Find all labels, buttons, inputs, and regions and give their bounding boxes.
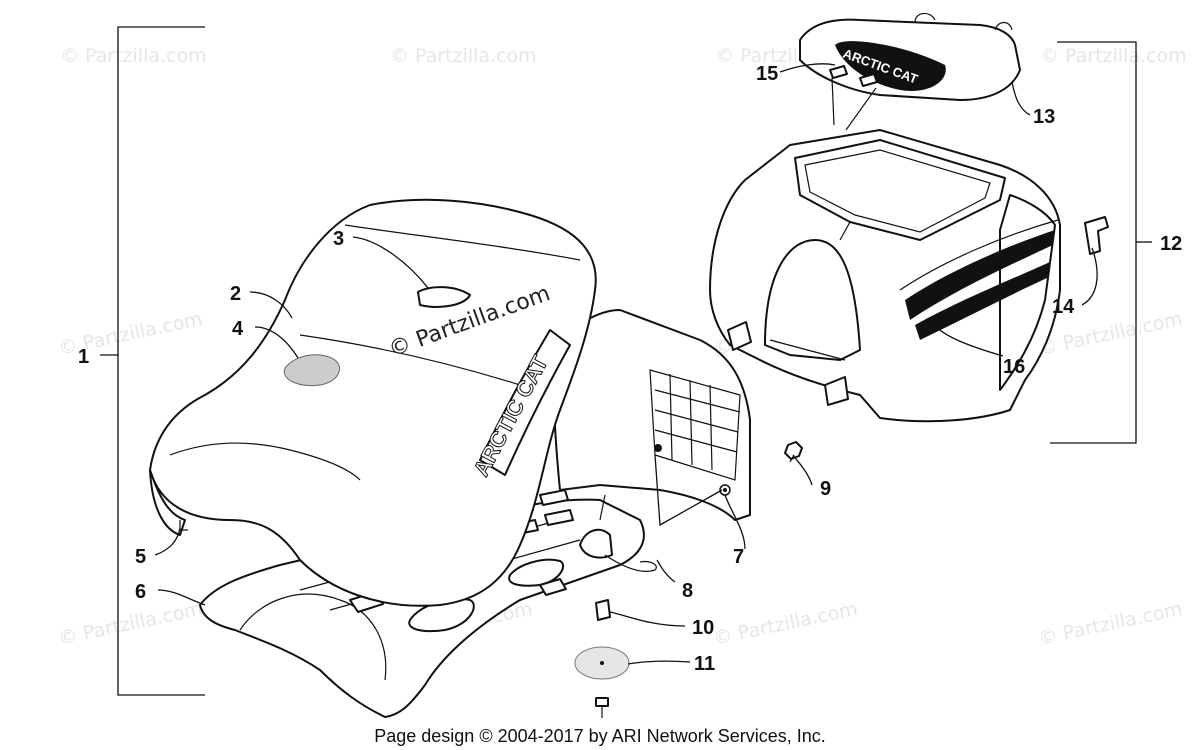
bracket-left	[100, 26, 205, 696]
rivet-9	[784, 441, 803, 463]
callout-13: 13	[1033, 106, 1055, 128]
washer-11	[574, 646, 630, 718]
callout-5: 5	[135, 546, 146, 568]
callout-14: 14	[1052, 296, 1075, 318]
callout-2: 2	[230, 283, 241, 305]
callout-8: 8	[682, 580, 693, 602]
watermark: © Partzilla.com	[390, 45, 537, 67]
callout-labels: 1 2 3 4 5 6 7 8 9 10 11 12 13 14 15 16	[78, 63, 1182, 675]
bumper-10	[595, 599, 611, 621]
callout-9: 9	[820, 478, 831, 500]
callout-15: 15	[756, 63, 778, 85]
leader-lines	[154, 63, 1098, 665]
callout-4: 4	[232, 318, 244, 340]
callout-3: 3	[333, 228, 344, 250]
callout-7: 7	[733, 546, 744, 568]
callout-11: 11	[694, 653, 715, 675]
watermark: © Partzilla.com	[60, 45, 207, 67]
watermark: © Partzilla.com	[1040, 45, 1187, 67]
callout-6: 6	[135, 581, 146, 603]
seat-cushion: ARCTIC CAT	[149, 198, 597, 607]
storage-box	[709, 129, 1061, 423]
callout-1: 1	[78, 346, 89, 368]
clip-14	[1084, 216, 1109, 255]
callout-12: 12	[1160, 233, 1182, 255]
callout-10: 10	[692, 617, 714, 639]
bracket-right	[1050, 41, 1152, 444]
storage-lid: ARCTIC CAT	[799, 12, 1021, 131]
watermark: © Partzilla.com	[56, 598, 204, 650]
watermark: © Partzilla.com	[1036, 598, 1184, 650]
latch-assembly	[579, 494, 657, 572]
watermark: © Partzilla.com	[711, 598, 859, 650]
footer-copyright: Page design © 2004-2017 by ARI Network S…	[374, 726, 826, 746]
callout-16: 16	[1003, 356, 1025, 378]
